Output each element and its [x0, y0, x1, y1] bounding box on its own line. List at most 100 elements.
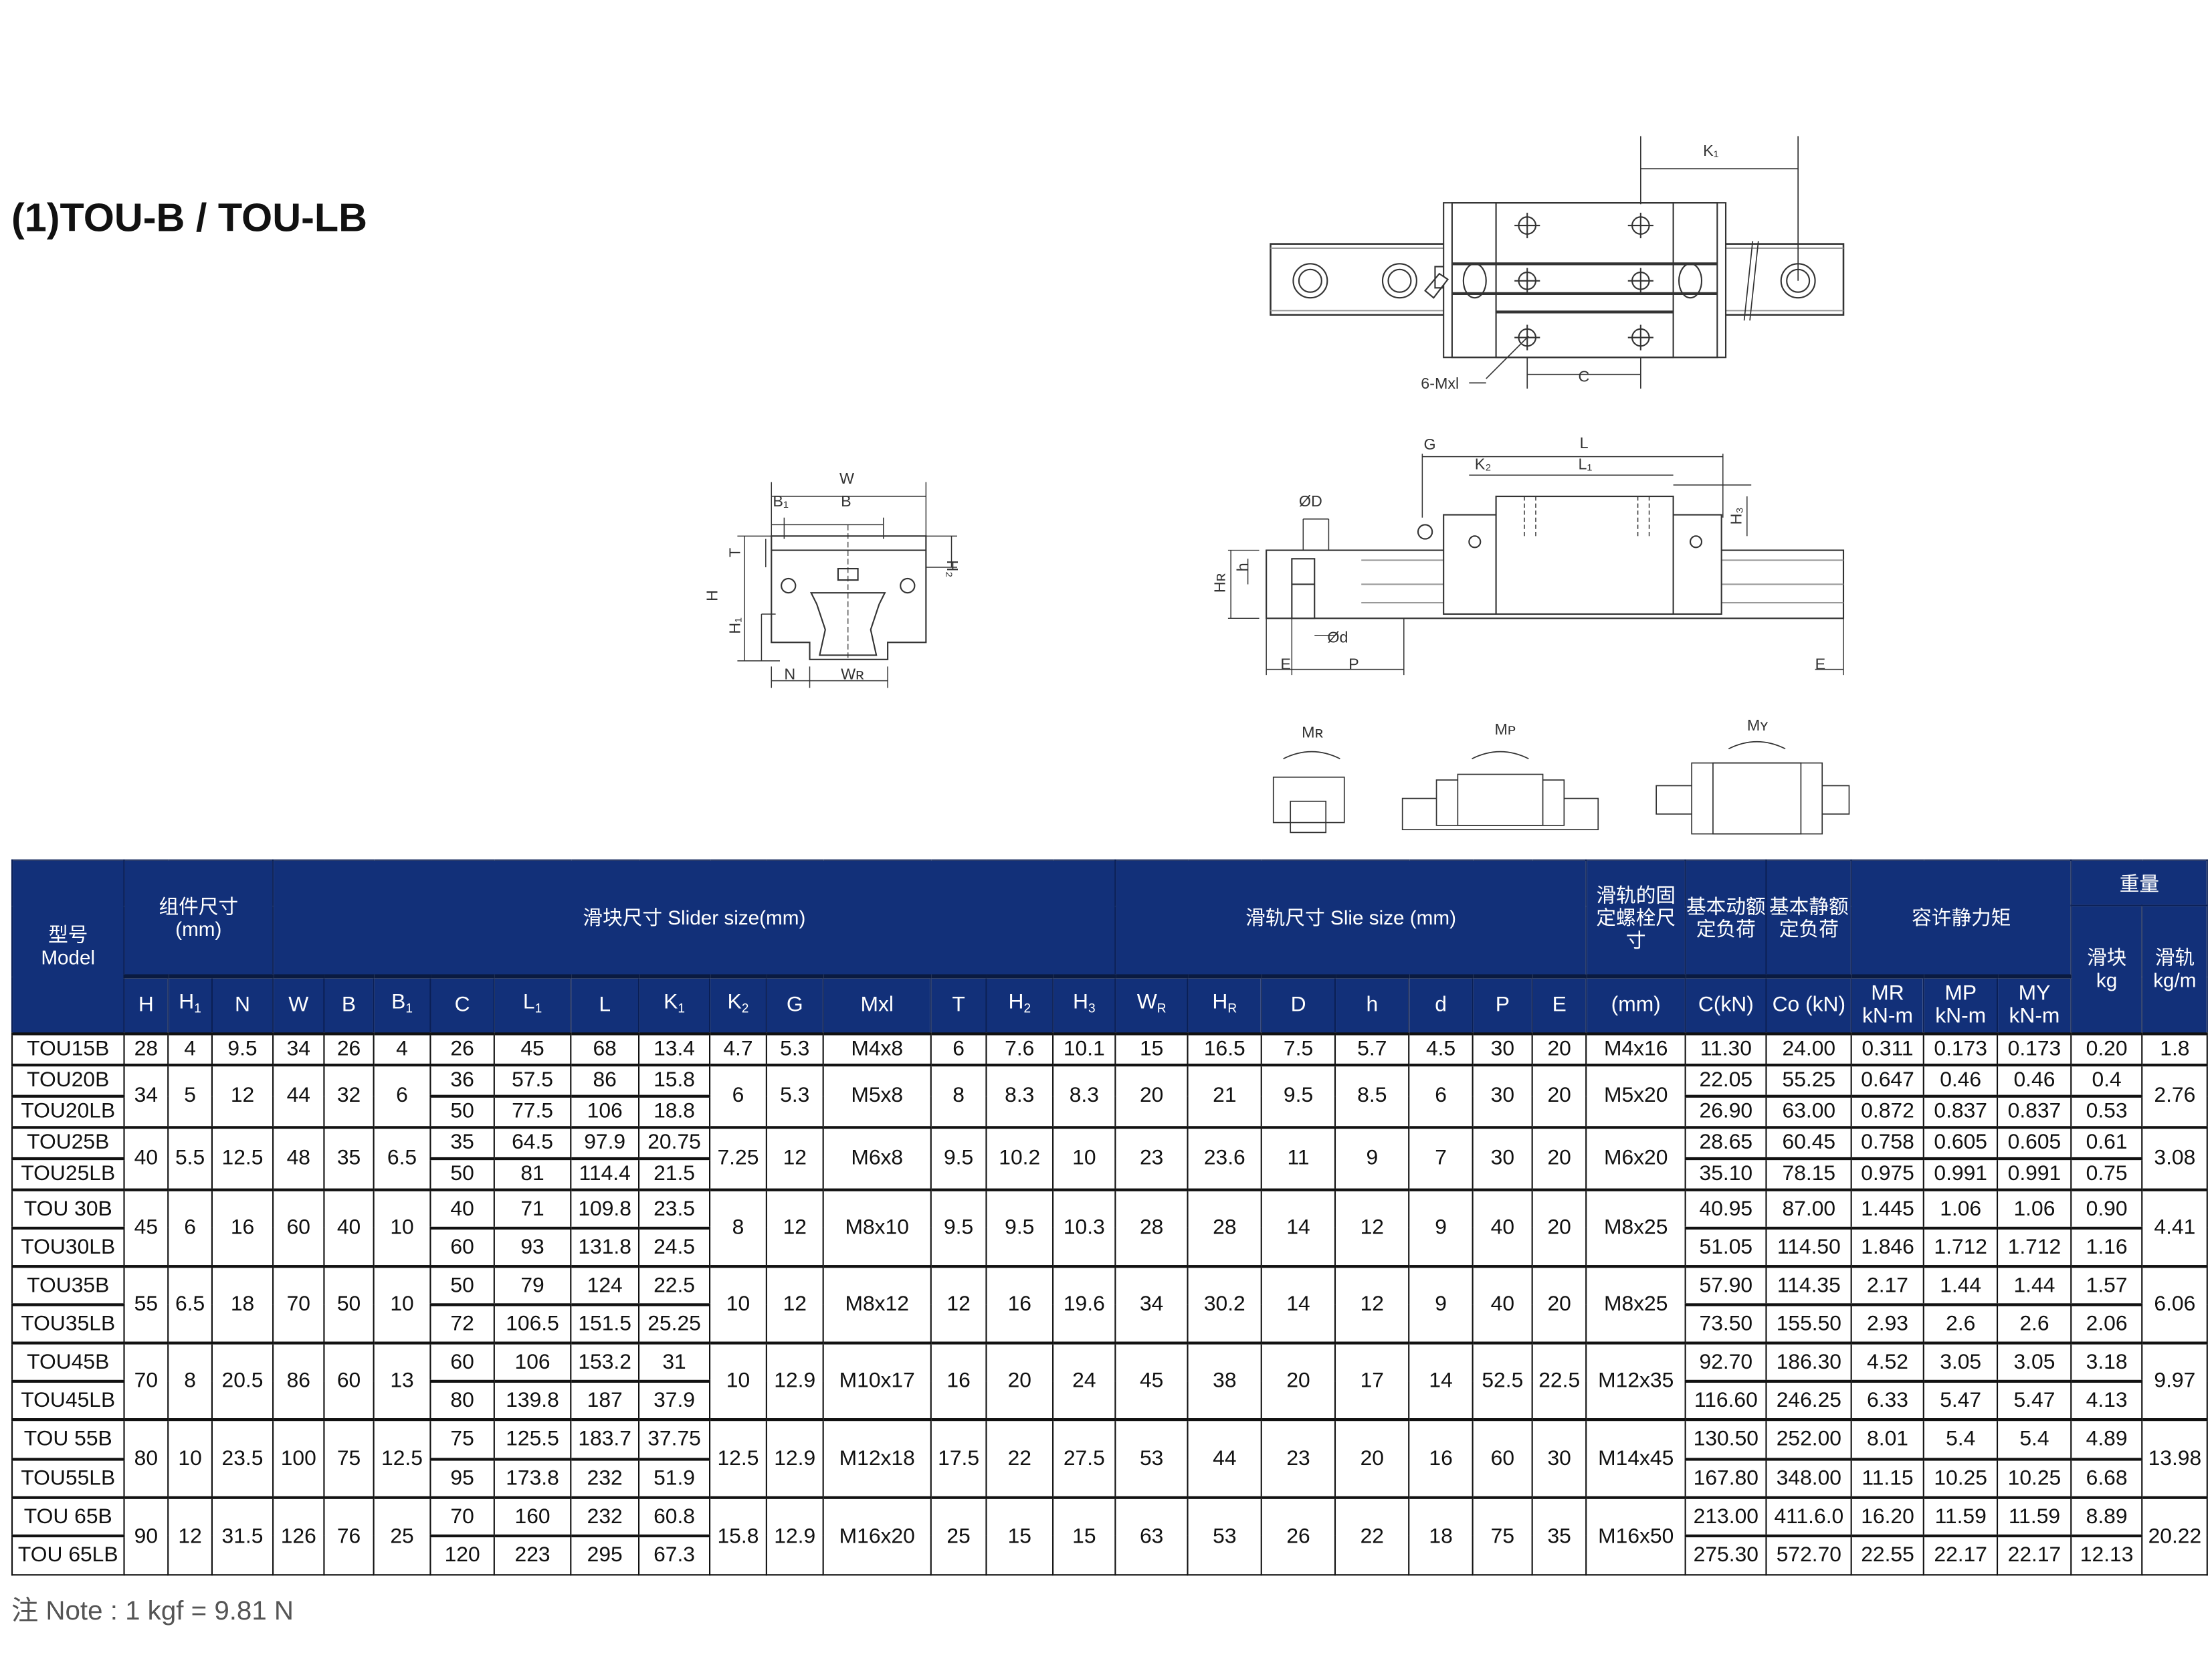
subheader-cell: H2	[985, 974, 1054, 1034]
label-h3: H₃	[1727, 507, 1744, 524]
shared-value-cell: 5.5	[167, 1125, 213, 1190]
shared-value-cell: M12x35	[1585, 1341, 1686, 1420]
shared-value-cell: 40	[1472, 1187, 1533, 1267]
variant-value-cell: 0.647	[1850, 1062, 1925, 1096]
variant-value-cell: 11.30	[1684, 1032, 1767, 1066]
label-my: Mʏ	[1747, 716, 1769, 734]
variant-value-cell: 50	[429, 1264, 495, 1305]
subheader-label: H	[1212, 989, 1228, 1014]
shared-value-cell: 10.1	[1052, 1032, 1116, 1066]
shared-value-cell: 10	[373, 1264, 431, 1343]
variant-value-cell: 18.8	[637, 1094, 711, 1128]
shared-value-cell: 9.5	[930, 1125, 987, 1190]
variant-value-cell: 11.15	[1850, 1457, 1925, 1498]
shared-value-cell: 22	[1334, 1495, 1410, 1576]
shared-value-cell: 6	[708, 1062, 767, 1128]
subheader-label: P	[1495, 992, 1510, 1017]
variant-value-cell: 0.605	[1923, 1125, 1999, 1159]
variant-value-cell: 252.00	[1765, 1417, 1853, 1460]
shared-value-cell: 22	[985, 1417, 1054, 1498]
shared-value-cell: 15	[1052, 1495, 1116, 1576]
variant-value-cell: 120	[429, 1533, 495, 1576]
variant-value-cell: 51.05	[1684, 1226, 1767, 1267]
variant-value-cell: 246.25	[1765, 1379, 1853, 1420]
shared-value-cell: 126	[272, 1495, 325, 1576]
variant-value-cell: 22.5	[637, 1264, 711, 1305]
shared-value-cell: 35	[323, 1125, 375, 1190]
shared-value-cell: 17	[1334, 1341, 1410, 1420]
variant-value-cell: 572.70	[1765, 1533, 1853, 1576]
variant-value-cell: 1.846	[1850, 1226, 1925, 1267]
variant-value-cell: 5.47	[1923, 1379, 1999, 1420]
shared-value-cell: M5x8	[822, 1062, 932, 1128]
variant-value-cell: 139.8	[493, 1379, 572, 1420]
model-cell: TOU55LB	[11, 1457, 125, 1498]
shared-value-cell: 75	[1472, 1495, 1533, 1576]
subheader-label: MP kN-m	[1935, 981, 1987, 1028]
subheader-label: L	[599, 992, 611, 1017]
variant-value-cell: 92.70	[1684, 1341, 1767, 1381]
variant-value-cell: 125.5	[493, 1417, 572, 1460]
subheader-label: MY kN-m	[2009, 981, 2060, 1028]
variant-value-cell: 153.2	[570, 1341, 640, 1381]
variant-value-cell: 0.173	[1923, 1032, 1999, 1066]
subheader-cell: Mxl	[822, 974, 932, 1034]
variant-value-cell: 3.05	[1923, 1341, 1999, 1381]
variant-value-cell: 23.5	[637, 1187, 711, 1228]
shared-value-cell: 60	[1472, 1417, 1533, 1498]
shared-value-cell: 5.7	[1334, 1032, 1410, 1066]
variant-value-cell: 12.13	[2070, 1533, 2143, 1576]
subheader-cell: H3	[1052, 974, 1116, 1034]
variant-value-cell: 167.80	[1684, 1457, 1767, 1498]
shared-value-cell: 10	[708, 1341, 767, 1420]
model-cell: TOU45LB	[11, 1379, 125, 1420]
shared-value-cell: 6	[167, 1187, 213, 1267]
shared-value-cell: 3.08	[2141, 1125, 2209, 1190]
shared-value-cell: 45	[1114, 1341, 1189, 1420]
variant-value-cell: 50	[429, 1094, 495, 1128]
shared-value-cell: 5.3	[765, 1062, 824, 1128]
front-view-drawing: W B₁ B H₂ T H H₁ N Wʀ	[704, 470, 961, 688]
shared-value-cell: 16	[930, 1341, 987, 1420]
subheader-label: d	[1435, 992, 1447, 1017]
subheader-cell: E	[1531, 974, 1587, 1034]
shared-value-cell: 6.5	[373, 1125, 431, 1190]
shared-value-cell: 13	[373, 1341, 431, 1420]
variant-value-cell: 3.18	[2070, 1341, 2143, 1381]
side-view-drawing: G L L₁ K₂ H₃ ØD h Hʀ Ød E P E	[1211, 434, 1845, 676]
variant-value-cell: 51.9	[637, 1457, 711, 1498]
shared-value-cell: 10	[167, 1417, 213, 1498]
variant-value-cell: 0.605	[1997, 1125, 2072, 1159]
shared-value-cell: 18	[1408, 1495, 1474, 1576]
subheader-cell: B1	[373, 974, 431, 1034]
variant-value-cell: 4.52	[1850, 1341, 1925, 1381]
subheader-cell: T	[930, 974, 987, 1034]
variant-value-cell: 2.6	[1997, 1302, 2072, 1343]
variant-value-cell: 348.00	[1765, 1457, 1853, 1498]
variant-value-cell: 114.4	[570, 1156, 640, 1190]
variant-value-cell: 4.13	[2070, 1379, 2143, 1420]
subheader-subscript: 3	[1088, 1001, 1096, 1015]
shared-value-cell: 13.98	[2141, 1417, 2209, 1498]
subheader-cell: G	[765, 974, 824, 1034]
shared-value-cell: 70	[272, 1264, 325, 1343]
variant-value-cell: 77.5	[493, 1094, 572, 1128]
shared-value-cell: 14	[1260, 1264, 1336, 1343]
variant-value-cell: 25.25	[637, 1302, 711, 1343]
shared-value-cell: 40	[1472, 1264, 1533, 1343]
variant-value-cell: 2.06	[2070, 1302, 2143, 1343]
variant-value-cell: 8.89	[2070, 1495, 2143, 1536]
label-mp: Mᴘ	[1494, 720, 1516, 738]
variant-value-cell: 50	[429, 1156, 495, 1190]
shared-value-cell: M4x8	[822, 1032, 932, 1066]
shared-value-cell: 24	[1052, 1341, 1116, 1420]
subheader-subscript: 1	[405, 1001, 413, 1015]
subheader-cell: WR	[1114, 974, 1189, 1034]
subheader-label: C(kN)	[1698, 992, 1754, 1017]
subheader-label: E	[1552, 992, 1567, 1017]
moment-mr-icon: Mʀ	[1272, 723, 1345, 834]
shared-value-cell: 28	[123, 1032, 169, 1066]
